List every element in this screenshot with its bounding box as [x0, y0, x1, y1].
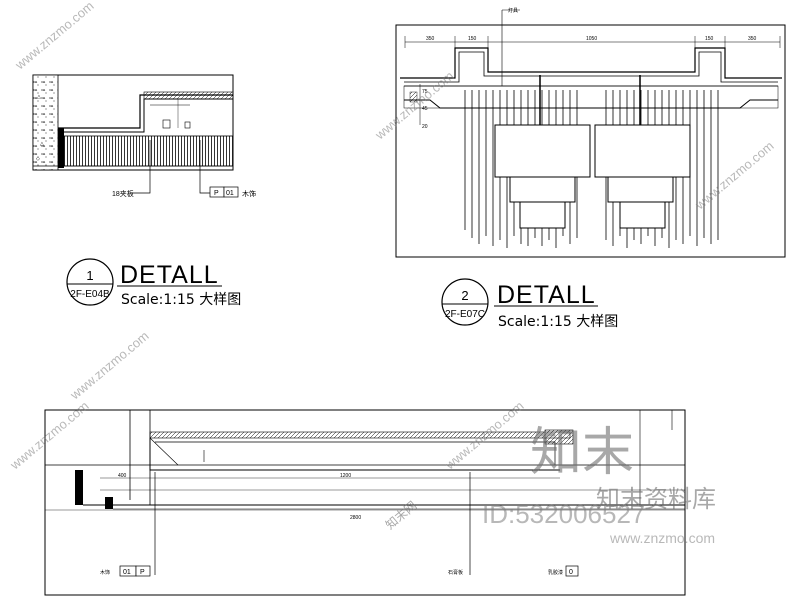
detail-1-scale: Scale:1:15 大样图: [121, 292, 241, 308]
dim-lower: 2800: [350, 515, 361, 521]
svg-text:◇: ◇: [36, 156, 40, 162]
detail-1-tag-code: 01: [226, 190, 234, 197]
detail-1-title-bubble: [66, 258, 222, 306]
detail-1-ref: 2F-E04B: [70, 289, 110, 300]
dim-150-right: 150: [705, 36, 714, 42]
detail-1-number: 1: [86, 268, 93, 283]
detail-1-callout-left: 18夹板: [112, 189, 134, 198]
detail-2-number: 2: [461, 288, 468, 303]
detail-2-dimensions: 350 150 1050 150 350 75 45 20 灯具: [422, 7, 757, 130]
watermark-site-3: www.znzmo.com: [67, 328, 152, 403]
watermark-site-2: www.znzmo.com: [372, 68, 457, 143]
watermark-brand: 知末: [530, 423, 634, 483]
detail-2-ref: 2F-E07C: [445, 309, 485, 320]
detail-3-drawing: [44, 409, 686, 596]
detail-3-label-left: 木饰: [100, 569, 110, 576]
detail-1-title: DETALL: [120, 261, 219, 289]
detail-3-label-mid: 石膏板: [448, 569, 463, 576]
dim-left: 400: [118, 473, 127, 479]
dim-left-45: 45: [422, 106, 428, 112]
svg-text:△: △: [40, 141, 44, 147]
detail-3-tag-code: 01: [123, 569, 131, 576]
detail-1-callout-right: 木饰: [242, 189, 256, 198]
watermark-brand-full: 知末资料库: [596, 485, 716, 513]
detail-3-tag-letter: P: [140, 569, 145, 576]
detail-1-drawing: △ △ ◇: [32, 74, 234, 194]
dim-150-left: 150: [468, 36, 477, 42]
detail-3-label-right: 乳胶漆: [548, 569, 563, 576]
detail-2-drawing: [395, 9, 786, 258]
detail-2-scale: Scale:1:15 大样图: [498, 314, 618, 330]
dim-350-right: 350: [748, 36, 757, 42]
svg-text:△: △: [37, 94, 41, 100]
dim-left-75: 75: [422, 89, 428, 95]
detail-2-title: DETALL: [497, 281, 596, 309]
detail-1-tag-letter: P: [214, 190, 219, 197]
detail-1-callout-tag: [209, 186, 239, 198]
dim-1050: 1050: [586, 36, 597, 42]
dim-350-left: 350: [426, 36, 435, 42]
dim-left-20: 20: [422, 124, 428, 130]
watermark-site-url: www.znzmo.com: [609, 530, 715, 546]
watermark-site-1: www.znzmo.com: [12, 0, 97, 73]
dim-upper: 1200: [340, 473, 351, 479]
detail-3-labels: 1200 2800 400 木饰 01 P 石膏板 乳胶漆 0: [100, 473, 579, 577]
detail-3-label-right-code: 0: [569, 569, 573, 576]
watermark-small-cn: 知末网: [383, 498, 420, 532]
detail-2-title-bubble: [441, 278, 598, 326]
watermark-site-5: www.znzmo.com: [7, 398, 92, 473]
detail-2-note: 灯具: [508, 7, 518, 14]
watermark-id: ID:532006527: [482, 499, 645, 529]
